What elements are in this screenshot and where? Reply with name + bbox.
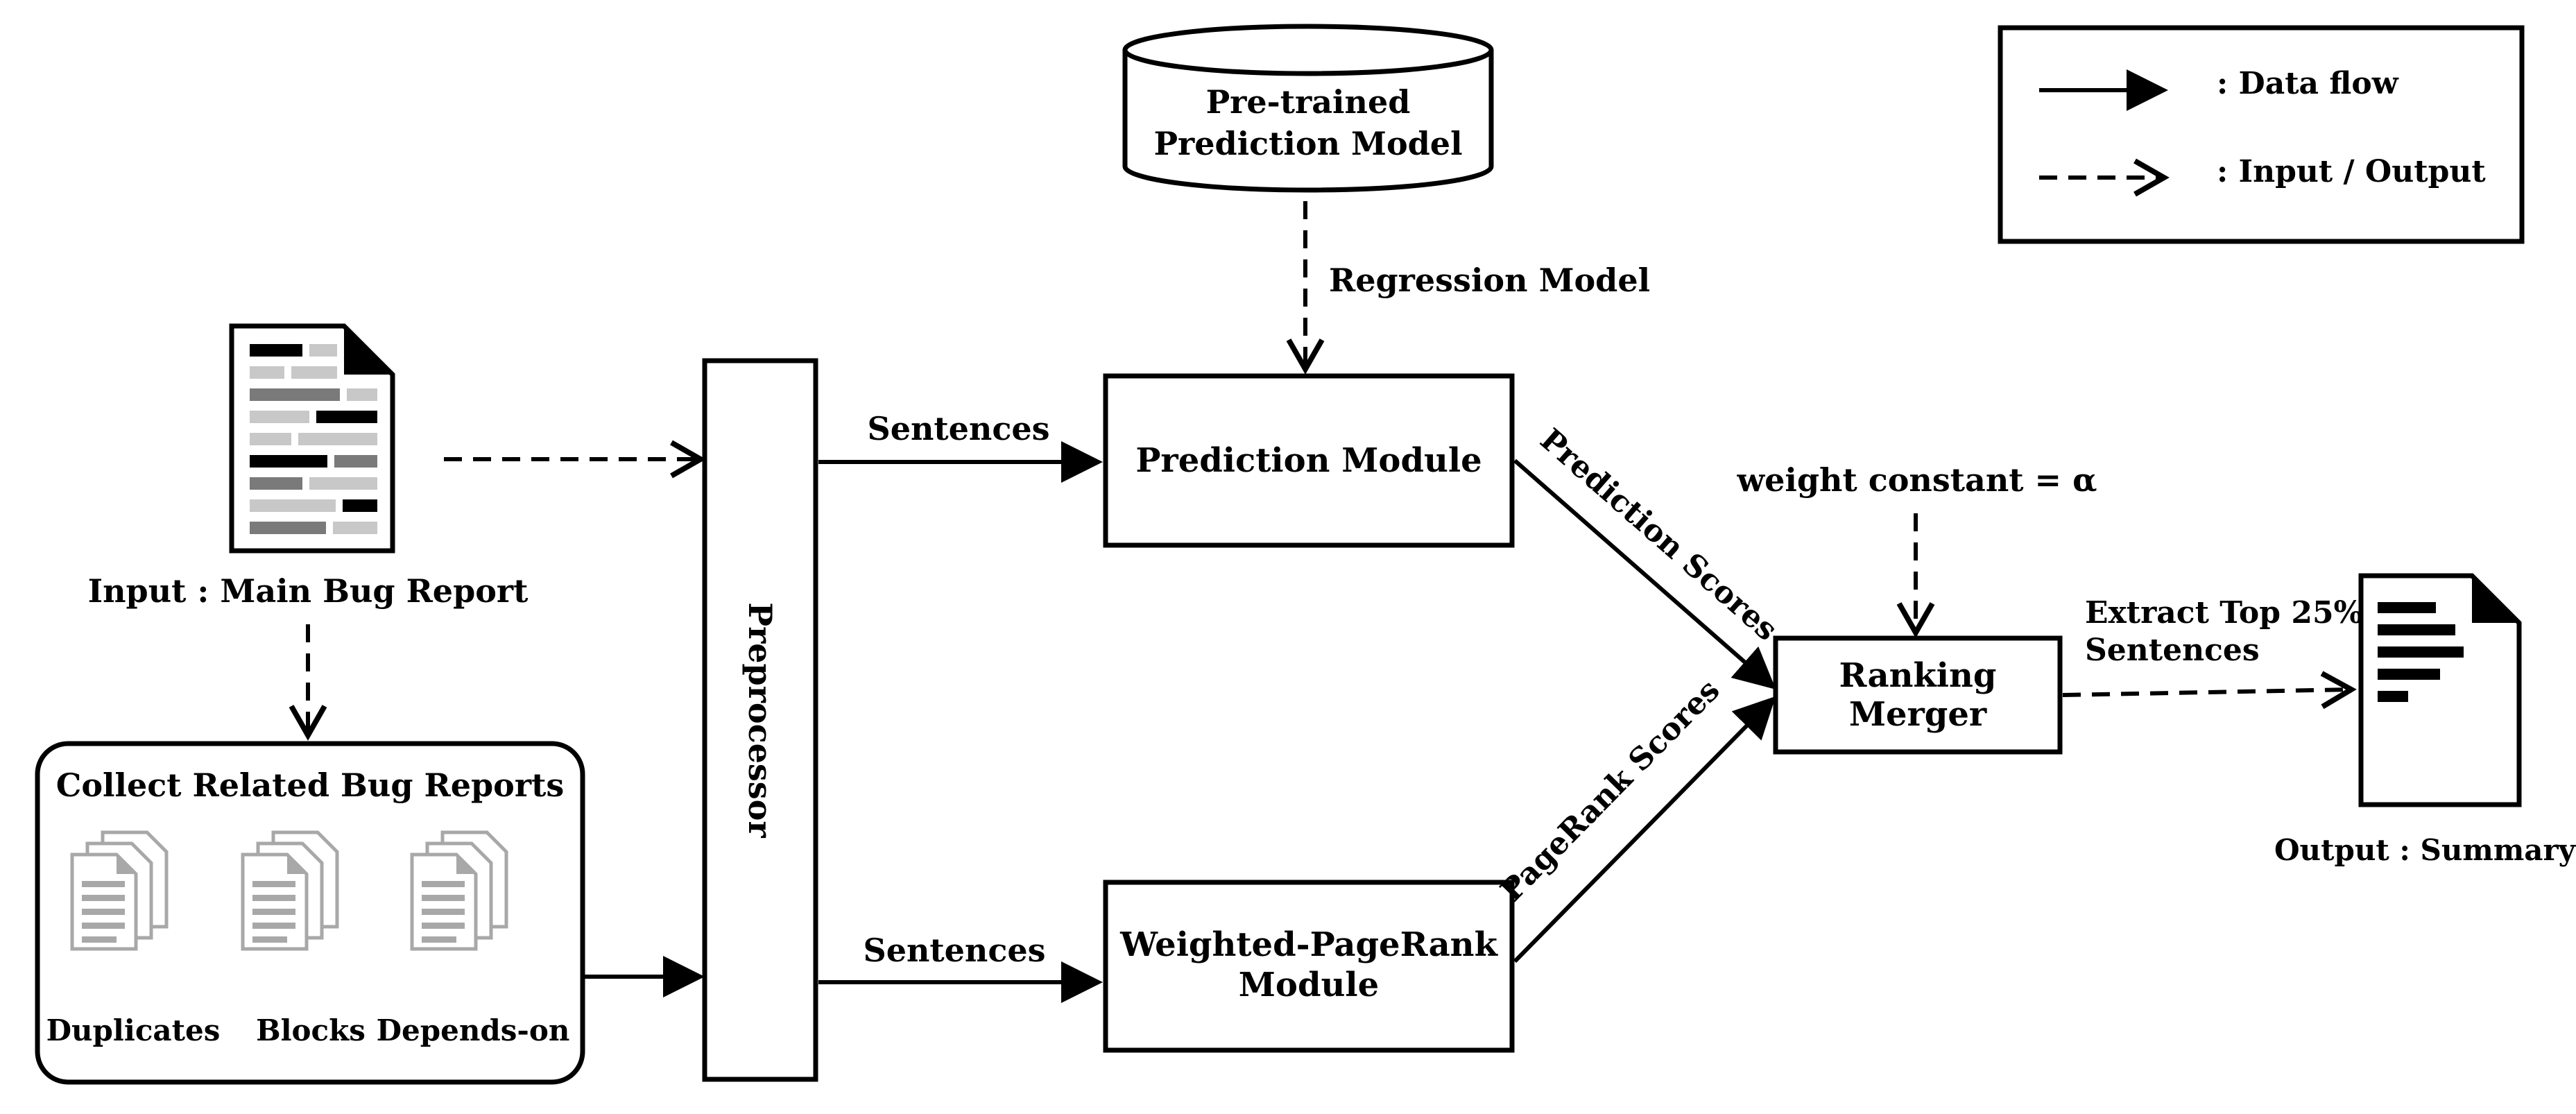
blocks-docs-icon [243, 832, 337, 949]
prediction-scores-arrow [1513, 459, 1776, 689]
legend-input-output-label: : Input / Output [2217, 154, 2486, 189]
weight-constant-label: weight constant = α [1737, 461, 2097, 499]
input-main-bug-report-label: Input : Main Bug Report [88, 572, 529, 610]
related-reports-title: Collect Related Bug Reports [56, 766, 564, 804]
prediction-module-box: Prediction Module [1103, 373, 1515, 548]
legend: : Data flow : Input / Output [1998, 25, 2525, 244]
ranking-merger-box: Ranking Merger [1773, 635, 2063, 755]
blocks-label: Blocks [256, 1013, 366, 1047]
pagerank-scores-label: PageRank Scores [1494, 673, 1727, 909]
prediction-scores-label: Prediction Scores [1534, 422, 1785, 648]
extract-top-line1: Extract Top 25% [2085, 595, 2362, 631]
regression-model-label: Regression Model [1329, 262, 1650, 299]
pretrained-model-line1: Pre-trained [1206, 83, 1411, 121]
output-summary-label: Output : Summary [2274, 833, 2576, 867]
sentences-bottom-label: Sentences [863, 932, 1045, 969]
pagerank-scores-arrow [1513, 696, 1776, 963]
depends-on-label: Depends-on [377, 1013, 570, 1047]
related-bug-reports-box: Collect Related Bug Reports Duplicates B… [35, 741, 585, 1085]
sentences-top-label: Sentences [867, 410, 1049, 447]
pagerank-module-line1: Weighted-PageRank [1119, 925, 1498, 964]
preprocessor-box: Preprocessor [702, 358, 818, 1082]
output-summary-icon [2358, 573, 2522, 807]
ranking-merger-line1: Ranking [1839, 656, 1997, 695]
duplicates-label: Duplicates [46, 1013, 221, 1047]
depends-on-docs-icon [412, 832, 506, 949]
ranking-merger-line2: Merger [1849, 695, 1987, 734]
pretrained-model-line2: Prediction Model [1153, 125, 1462, 162]
pagerank-module-box: Weighted-PageRank Module [1103, 880, 1515, 1053]
duplicates-docs-icon [72, 832, 166, 949]
legend-box [1998, 25, 2525, 244]
prediction-module-label: Prediction Module [1135, 441, 1482, 480]
preprocessor-label: Preprocessor [741, 602, 779, 838]
main-bug-report-icon [229, 323, 395, 554]
legend-data-flow-label: : Data flow [2217, 66, 2399, 101]
pagerank-module-line2: Module [1239, 966, 1379, 1004]
pretrained-model-database: Pre-trained Prediction Model [1122, 24, 1494, 193]
merger-to-output-arrow [2062, 671, 2357, 710]
extract-top-line2: Sentences [2085, 633, 2260, 668]
